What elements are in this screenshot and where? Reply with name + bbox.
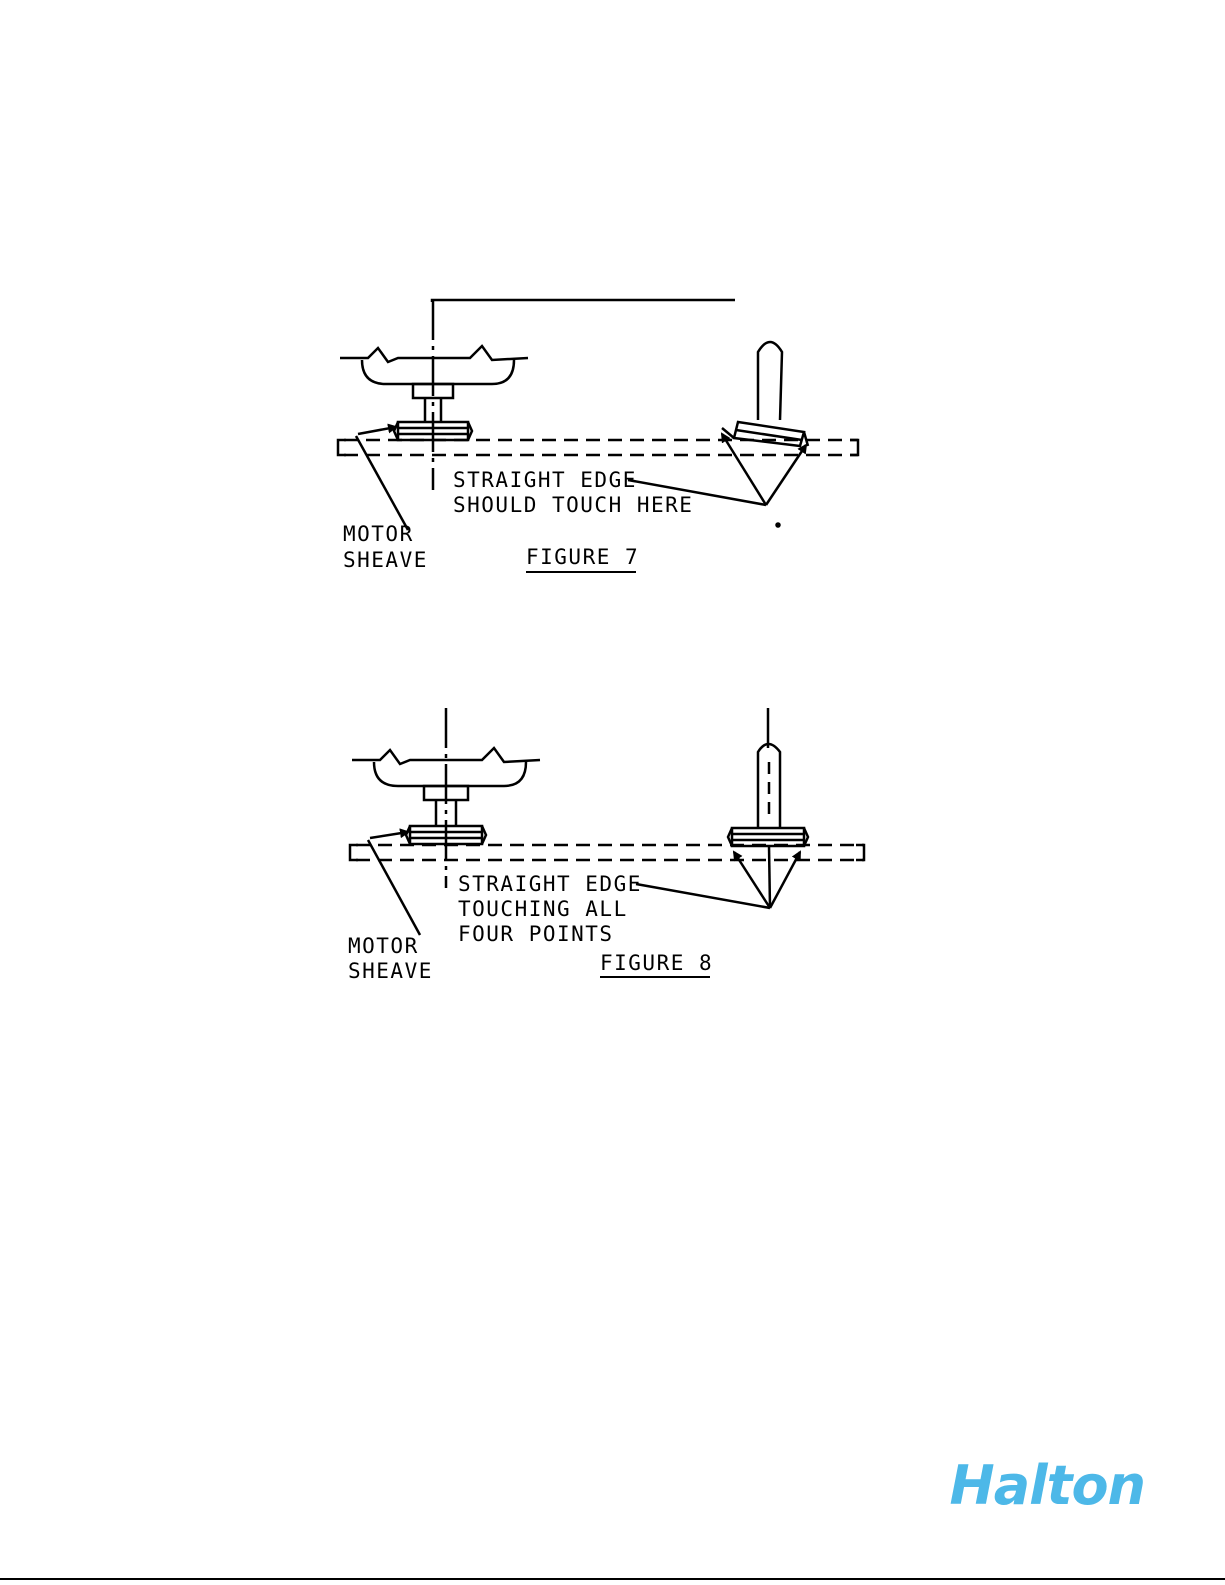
fig7-motor-label-line2: SHEAVE bbox=[343, 548, 428, 572]
fig7-motor-arrow bbox=[358, 427, 396, 434]
fig7-fan-sheave bbox=[722, 342, 808, 446]
fig8-motor-label-line2: SHEAVE bbox=[348, 959, 433, 983]
fig7-motor-leader bbox=[356, 436, 408, 530]
fig8-motor-leader bbox=[368, 840, 420, 935]
fig8-motor-label-line1: MOTOR bbox=[348, 934, 419, 958]
fig7-reference-line bbox=[432, 300, 735, 302]
fig7-caption: FIGURE 7 bbox=[526, 545, 639, 569]
fig7-callout-line1: STRAIGHT EDGE bbox=[453, 468, 637, 492]
fig8-callout-line3: FOUR POINTS bbox=[458, 922, 614, 946]
fig8-callout-line2: TOUCHING ALL bbox=[458, 897, 628, 921]
fig7-motor-label-line1: MOTOR bbox=[343, 522, 414, 546]
fig8-motor-arrow bbox=[370, 832, 408, 838]
fig7-callout-line2: SHOULD TOUCH HERE bbox=[453, 493, 693, 517]
fig8-fan-sheave bbox=[728, 708, 808, 846]
fig8-callout-leader bbox=[636, 884, 770, 908]
page-bottom-rule bbox=[0, 1578, 1225, 1580]
fig8-caption: FIGURE 8 bbox=[600, 951, 713, 975]
fig7-straight-edge bbox=[344, 440, 858, 455]
fig8-callout-line1: STRAIGHT EDGE bbox=[458, 872, 642, 896]
halton-logo: Halton bbox=[950, 1454, 1146, 1517]
figure-7 bbox=[338, 300, 858, 572]
